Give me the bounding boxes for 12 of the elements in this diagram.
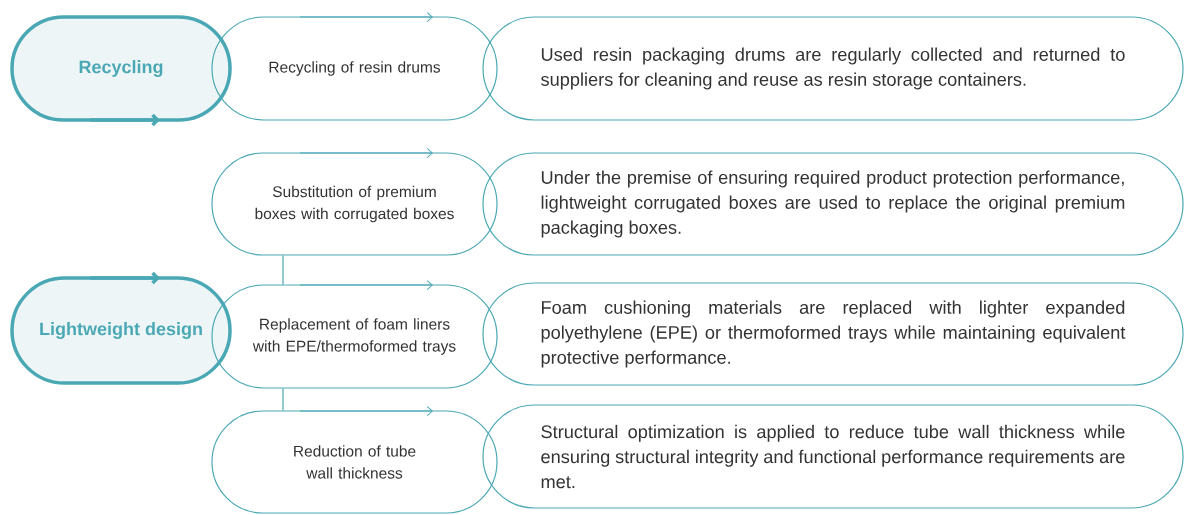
description-pill: Structural optimization is applied to reduce tube wall thickness while ensuring structural integrity and functional performance requirements are met. (482, 404, 1184, 509)
description-pill: Under the premise of ensuring required product protection performance, lightweight corrugated boxes are used to replace the original premium packaging boxes. (482, 152, 1184, 256)
item-pill: Reduction of tube wall thickness (211, 410, 498, 514)
item-pill: Substitution of premium boxes with corrugated boxes (211, 152, 498, 256)
description-pill: Used resin packaging drums are regularly collected and returned to suppliers for cleaning and reuse as resin storage containers. (482, 16, 1184, 121)
item-pill: Recycling of resin drums (211, 16, 498, 121)
item-pill: Replacement of foam liners with EPE/thermoformed trays (211, 284, 498, 389)
category-pill: Recycling (10, 15, 232, 122)
connector-line (282, 255, 284, 285)
connector-line (282, 388, 284, 411)
description-pill: Foam cushioning materials are replaced with lighter expanded polyethylene (EPE) or thermoformed trays while maintaining equivalent protective performance. (482, 282, 1184, 386)
category-pill: Lightweight design (10, 276, 232, 385)
